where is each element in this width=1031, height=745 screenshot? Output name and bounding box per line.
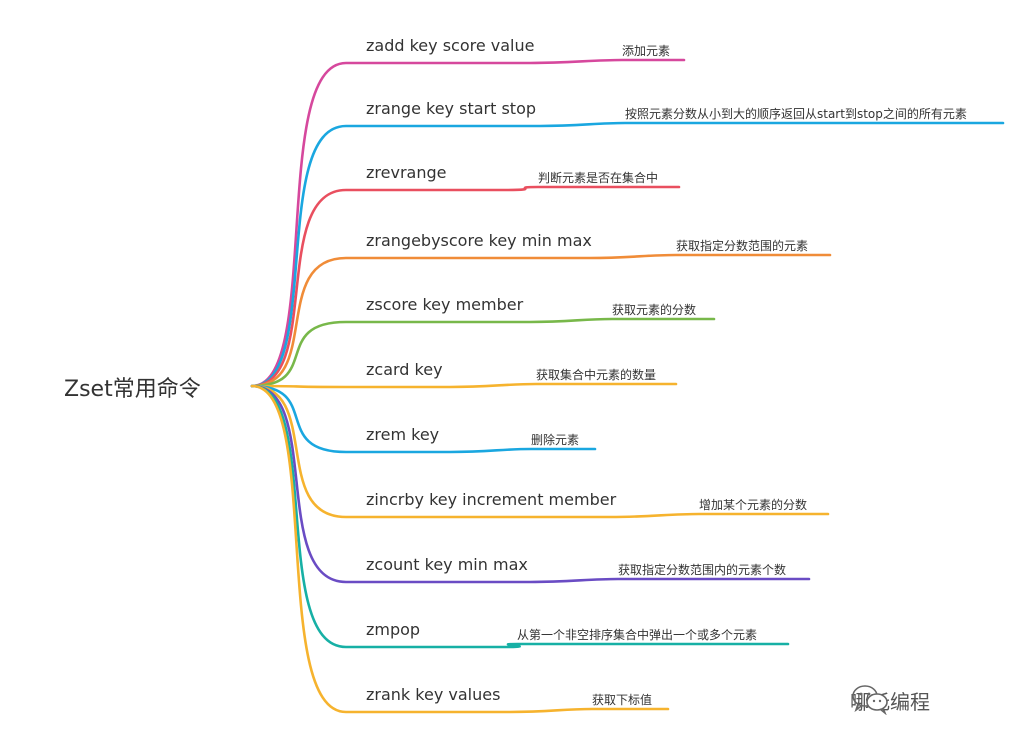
branch-line [250, 185, 681, 388]
description-label: 按照元素分数从小到大的顺序返回从start到stop之间的所有元素 [625, 107, 967, 121]
description-label: 获取指定分数范围内的元素个数 [618, 563, 787, 577]
command-label: zscore key member [366, 295, 524, 314]
command-label: zrank key values [366, 685, 501, 704]
branch-line [250, 317, 716, 388]
description-label: 删除元素 [531, 433, 580, 447]
description-label: 增加某个元素的分数 [699, 498, 808, 512]
description-label: 获取元素的分数 [612, 303, 697, 317]
branch-line [250, 384, 790, 649]
command-label: zrange key start stop [366, 99, 537, 118]
branch-line [250, 384, 811, 584]
root-topic: Zset常用命令 [64, 377, 201, 402]
description-label: 获取指定分数范围的元素 [676, 239, 809, 253]
command-label: zmpop [366, 620, 421, 639]
command-label: zcard key [366, 360, 443, 379]
command-label: zrevrange [366, 163, 447, 182]
branch-line [250, 253, 832, 388]
watermark: 哪吒编程 [850, 683, 930, 717]
command-label: zcount key min max [366, 555, 528, 574]
watermark-text: 哪吒编程 [850, 689, 930, 714]
branch-line [250, 121, 1005, 388]
wechat-icon [852, 685, 888, 715]
command-label: zincrby key increment member [366, 490, 617, 509]
description-label: 添加元素 [622, 44, 671, 58]
branch-line [250, 382, 678, 389]
branch-line [250, 384, 670, 714]
description-label: 从第一个非空排序集合中弹出一个或多个元素 [517, 628, 758, 642]
branch-line [250, 384, 830, 519]
description-label: 判断元素是否在集合中 [538, 171, 659, 185]
command-label: zadd key score value [366, 36, 535, 55]
description-label: 获取下标值 [592, 693, 653, 707]
command-label: zrem key [366, 425, 440, 444]
command-label: zrangebyscore key min max [366, 231, 592, 250]
branch-line [250, 384, 597, 454]
description-label: 获取集合中元素的数量 [536, 368, 657, 382]
branch-line [250, 58, 686, 388]
